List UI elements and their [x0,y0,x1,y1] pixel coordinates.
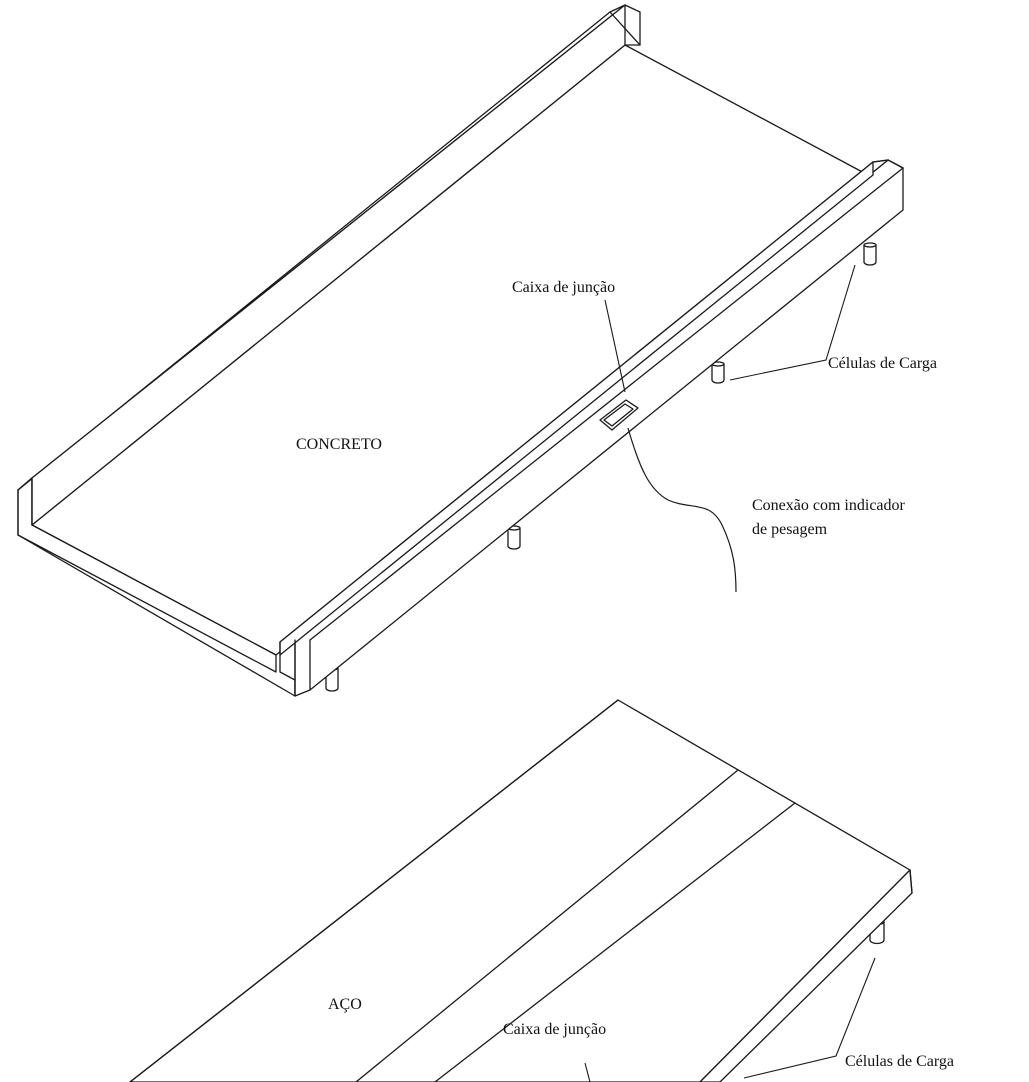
concrete-connection-label-line1: Conexão com indicador [752,497,906,514]
concrete-load-cell-mid-right [711,361,725,384]
steel-junction-box-leader [584,1062,591,1082]
steel-platform [129,699,913,1082]
concrete-load-cell-far [863,242,877,266]
steel-load-cells-leader [743,957,876,1079]
concrete-junction-box [599,399,639,431]
steel-material-label: AÇO [328,996,362,1013]
concrete-material-label: CONCRETO [296,436,382,453]
concrete-load-cells-label: Células de Carga [828,355,937,372]
concrete-junction-box-leader [604,299,626,393]
concrete-connection-label-line2: de pesagem [752,521,828,538]
concrete-platform [17,4,904,697]
concrete-load-cell-mid-left [507,525,521,550]
concrete-right-curb [279,159,904,697]
steel-plate-seam-2 [434,802,796,1082]
concrete-load-cells-leader [729,264,856,381]
concrete-indicator-cable [627,427,737,593]
concrete-junction-box-label: Caixa de junção [512,279,615,296]
steel-junction-box-label: Caixa de junção [503,1021,606,1038]
steel-plate-seam-1 [355,769,739,1082]
steel-load-cells-label: Células de Carga [845,1053,954,1070]
